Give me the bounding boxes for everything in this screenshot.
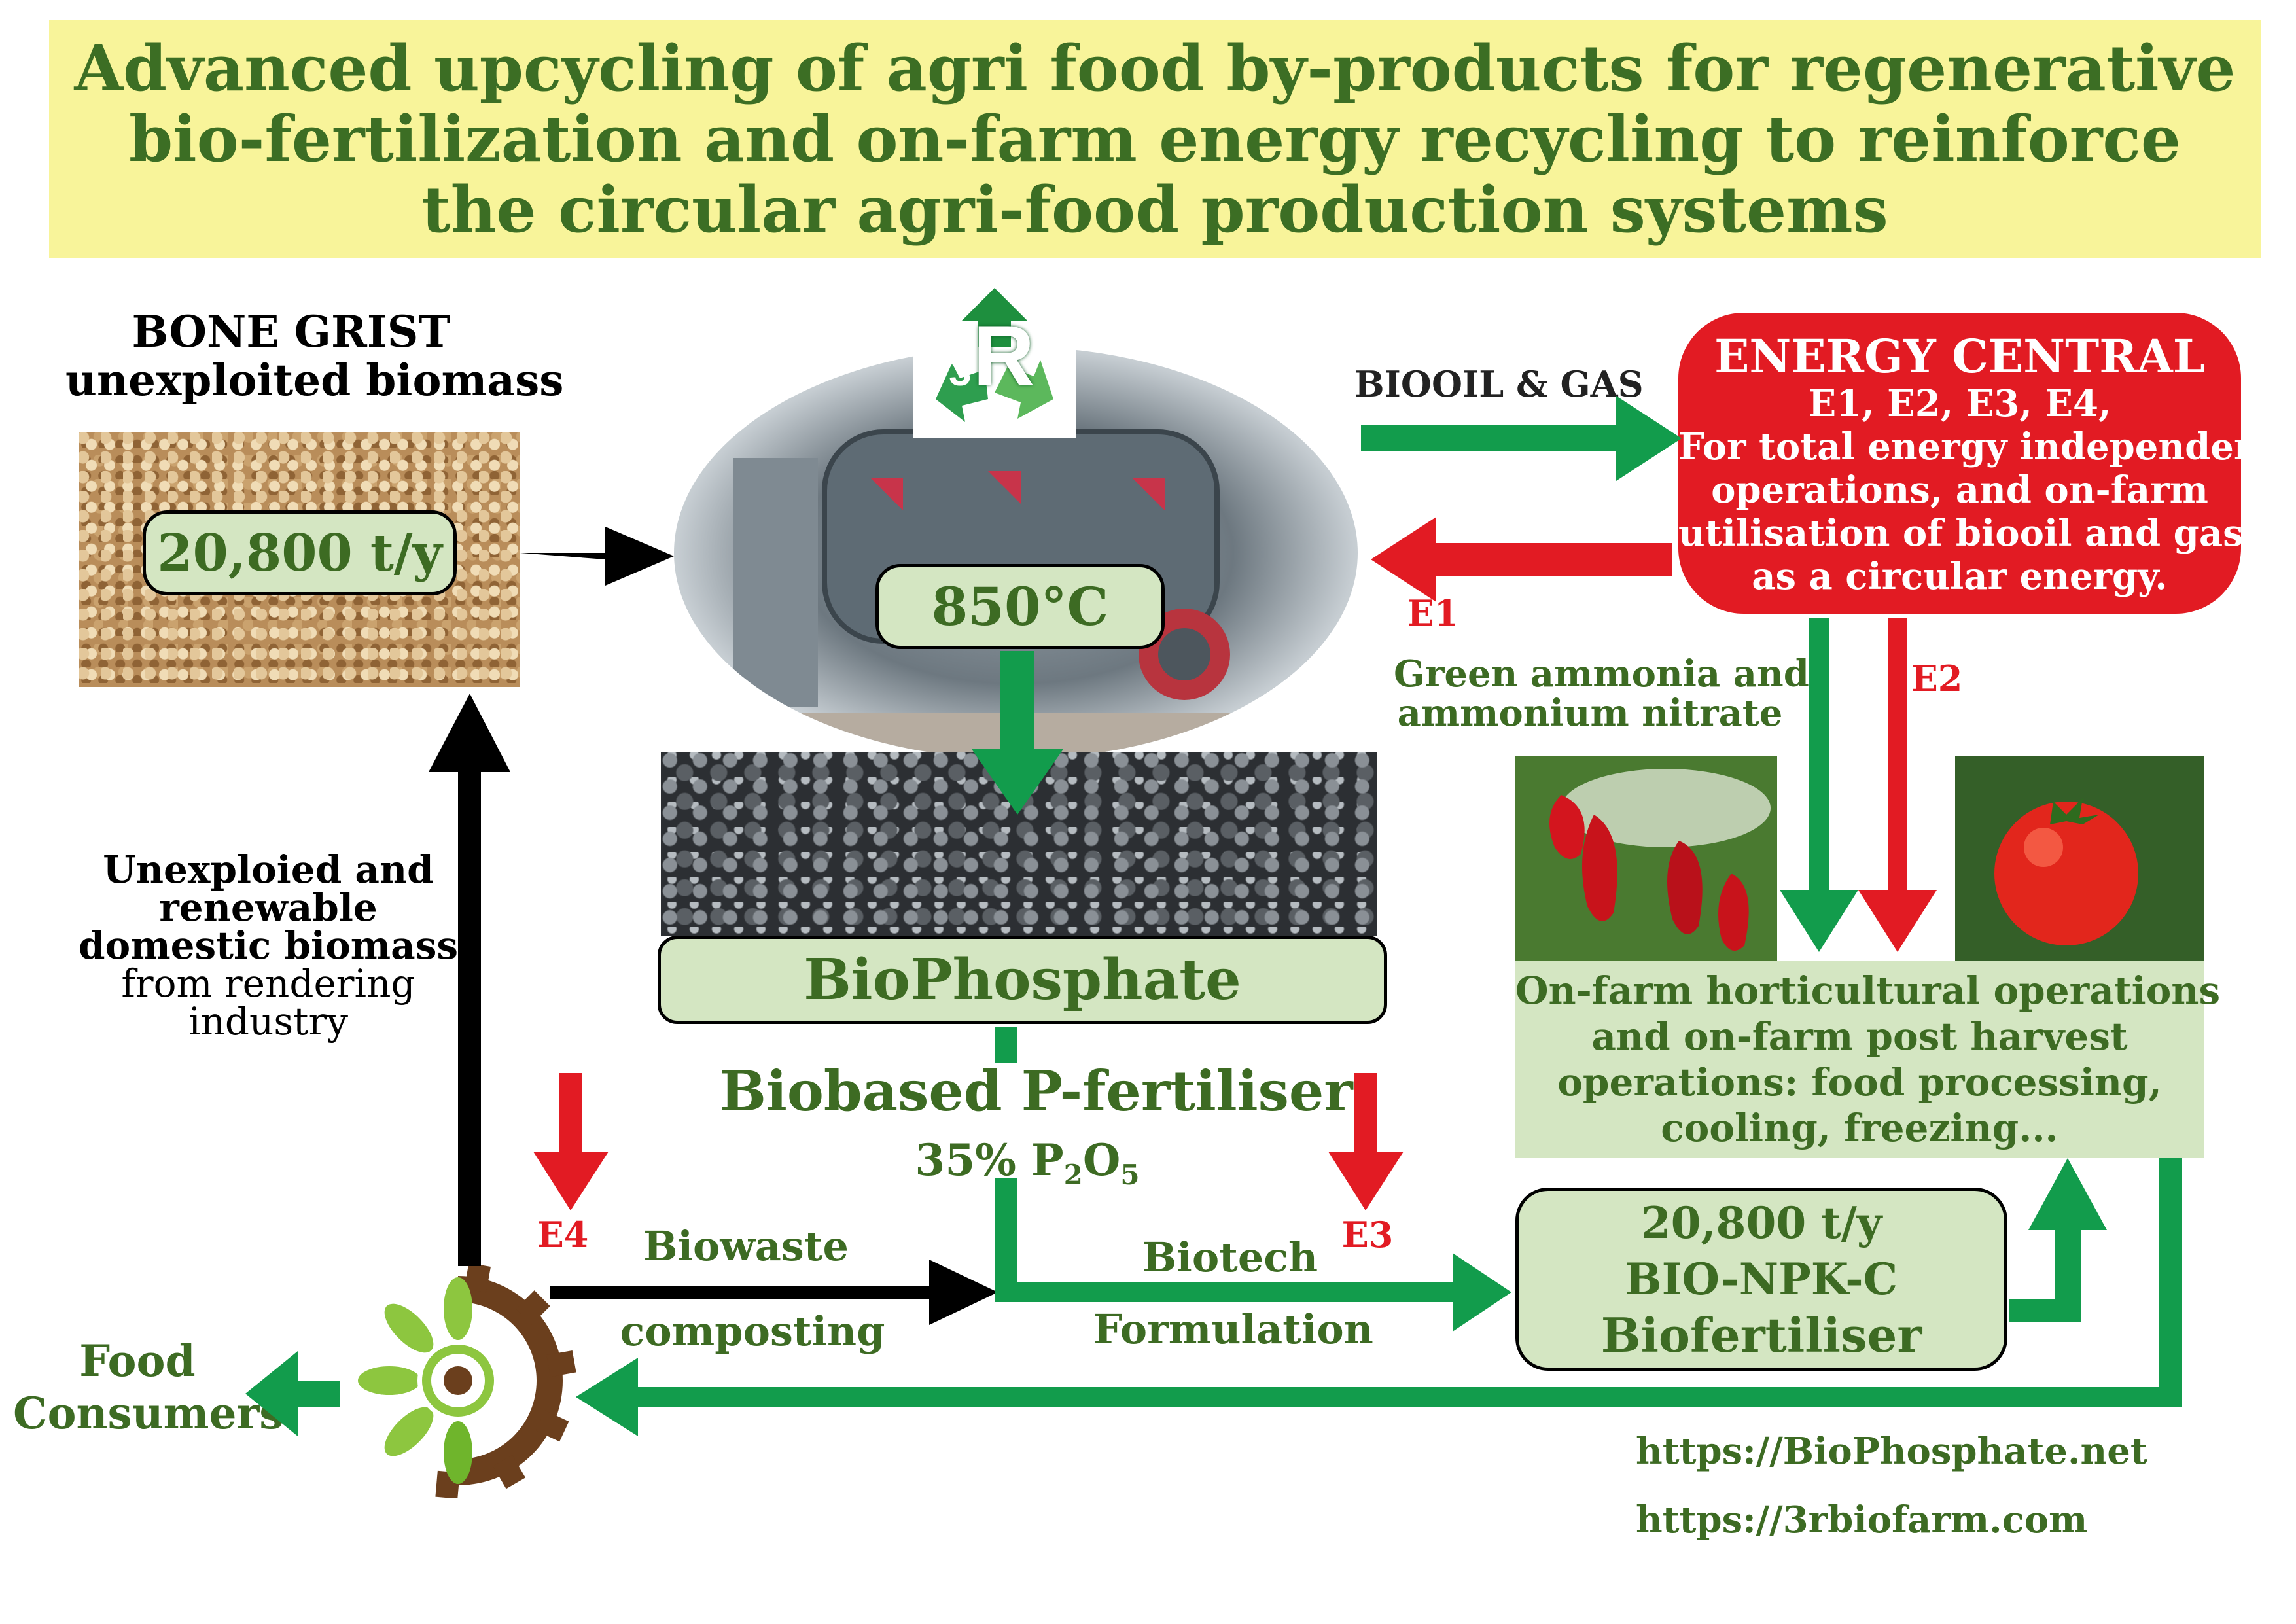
biofertiliser-name: BIO-NPK-C: [1625, 1254, 1898, 1305]
biofertiliser-box: 20,800 t/y BIO-NPK-C Biofertiliser: [1515, 1188, 2007, 1371]
formulation-label: Formulation: [1093, 1305, 1373, 1353]
red-arrows: [533, 517, 1937, 1210]
arrow-biofertiliser-to-horticulture: [2009, 1158, 2107, 1322]
composting-label: composting: [620, 1307, 885, 1355]
arrow-gear-to-consumers: [245, 1351, 340, 1436]
arrow-formulation-to-biofertiliser: [995, 1178, 1511, 1332]
green-arrows: [245, 396, 2182, 1436]
e3-label: E3: [1341, 1214, 1394, 1256]
domestic-biomass-label: Unexploied and renewable domestic biomas…: [78, 847, 459, 1044]
pepper-photo: [1515, 756, 1777, 962]
bone-grist-amount: 20,800 t/y: [143, 510, 457, 595]
biophosphate-url[interactable]: https://BioPhosphate.net: [1636, 1430, 2147, 1473]
recycle-icon: [936, 288, 1053, 422]
title-line-3: the circular agri-food production system…: [421, 172, 1888, 247]
tomato-drawing: [1955, 756, 2204, 962]
biowaste-label: Biowaste: [643, 1222, 849, 1270]
biophosphate-label: BioPhosphate: [658, 936, 1387, 1024]
arrow-biooil-to-energy: [1361, 396, 1682, 481]
e2-label: E2: [1911, 658, 1963, 699]
biooil-gas-label: BIOOIL & GAS: [1354, 363, 1644, 405]
logo-number: 3: [949, 349, 972, 395]
green-ammonia-label: Green ammonia and ammonium nitrate: [1394, 652, 1809, 735]
logo-letter: R: [973, 308, 1034, 403]
title-line-1: Advanced upcycling of agri food by-produ…: [74, 31, 2236, 105]
biofertiliser-type: Biofertiliser: [1600, 1307, 1922, 1363]
biofertiliser-amount: 20,800 t/y: [1640, 1197, 1882, 1248]
arrow-e2-to-horticulture: [1858, 618, 1937, 952]
connector-biophosphate-stub: [995, 1027, 1017, 1063]
e4-label: E4: [537, 1214, 589, 1256]
energy-central-title: ENERGY CENTRAL: [1714, 329, 2205, 383]
arrow-biomass-to-reactor: [520, 527, 674, 586]
arrow-e3: [1328, 1073, 1404, 1210]
three-r-recycle-logo: R 3: [913, 275, 1076, 438]
biobased-p-fertiliser-label: Biobased P-fertiliser: [720, 1059, 1353, 1123]
arrow-energy-to-horticulture-green: [1780, 618, 1858, 952]
tomato-photo: [1955, 756, 2204, 962]
3rbiofarm-url[interactable]: https://3rbiofarm.com: [1636, 1498, 2088, 1542]
horticultural-operations-box: On-farm horticultural operations and on-…: [1515, 961, 2220, 1158]
circular-economy-gear-logo: [340, 1263, 576, 1499]
p2o5-content-label: 35% P2O5: [915, 1135, 1140, 1192]
food-consumers-label: Food Consumers: [13, 1335, 284, 1439]
bone-grist-heading: BONE GRIST unexploited biomass: [65, 306, 564, 406]
arrow-e4: [533, 1073, 609, 1210]
arrow-e1-to-reactor: [1371, 517, 1672, 602]
energy-central-box: ENERGY CENTRAL E1, E2, E3, E4, For total…: [1678, 313, 2278, 614]
biotech-label: Biotech: [1142, 1233, 1318, 1281]
title-banner: Advanced upcycling of agri food by-produ…: [49, 20, 2261, 258]
black-arrows: [429, 527, 998, 1325]
arrow-biowaste-composting: [550, 1260, 998, 1325]
arrow-domestic-biomass-up: [429, 694, 510, 1266]
pepper-drawing: [1515, 756, 1777, 962]
gear-leaf-icon: [358, 1263, 576, 1499]
title-line-2: bio-fertilization and on-farm energy rec…: [129, 101, 2181, 176]
arrow-reactor-to-biophosphate: [972, 651, 1063, 815]
reactor-temperature: 850°C: [875, 564, 1165, 649]
